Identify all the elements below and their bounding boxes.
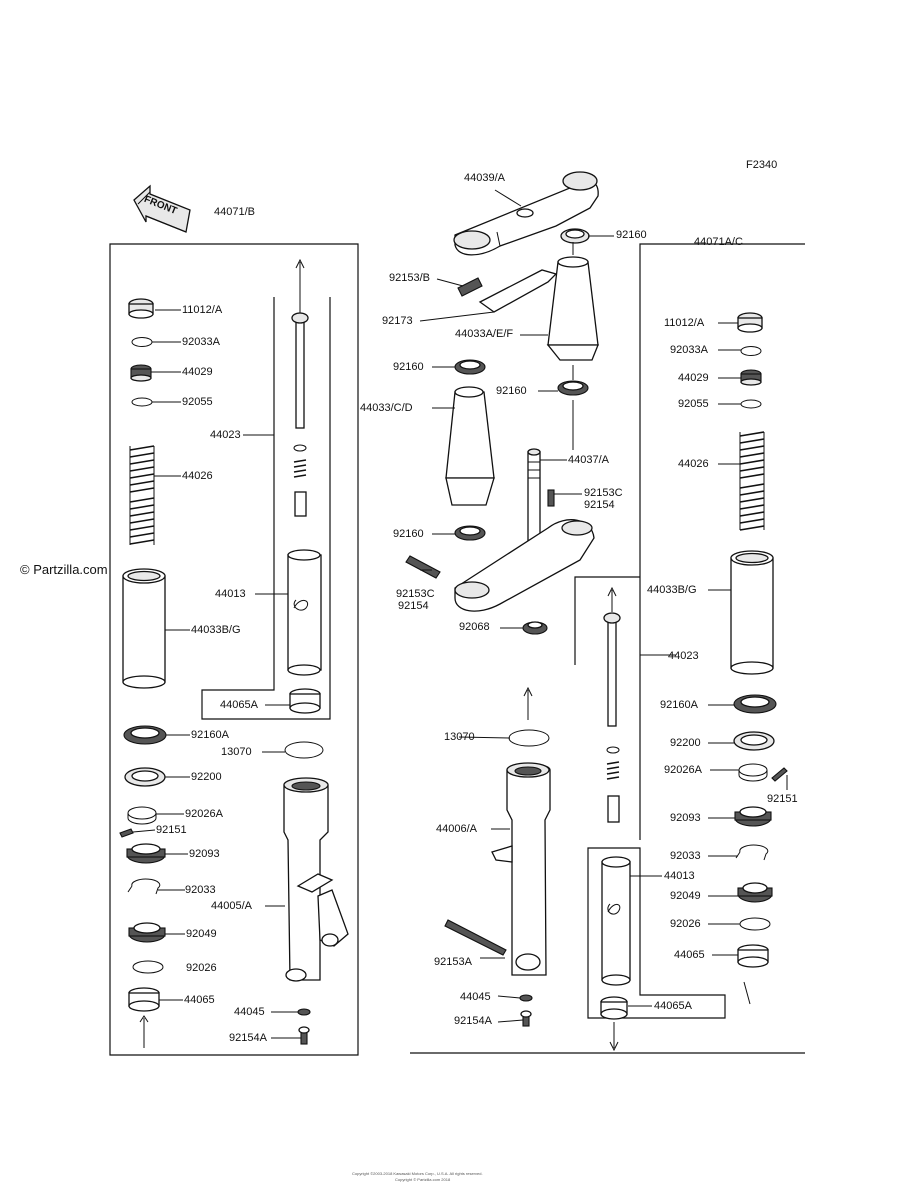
part-label: 11012/A (182, 304, 223, 316)
part-label: 92153C (584, 487, 623, 499)
right-fork-parts (600, 312, 788, 1052)
part-label: 44029 (678, 372, 709, 384)
part-label: 44037/A (568, 454, 609, 466)
part-label: 92026A (185, 808, 223, 820)
part-label: 44065 (674, 949, 705, 961)
center-parts (405, 171, 599, 1027)
part-label: 92068 (459, 621, 490, 633)
part-label: 92055 (678, 398, 709, 410)
part-label: 92153C (396, 588, 435, 600)
watermark-text: © Partzilla.com (20, 562, 108, 577)
part-label: 44006/A (436, 823, 477, 835)
part-label: 44039/A (464, 172, 505, 184)
part-label: 92200 (191, 771, 222, 783)
part-label: 13070 (221, 746, 252, 758)
left-fork-frame (109, 243, 359, 1056)
part-label: 44005/A (211, 900, 252, 912)
part-label: 44033A/E/F (455, 328, 514, 340)
part-label: 44033B/G (647, 584, 697, 596)
footer-copyright-2: Copyright © Partzilla.com 2018 (395, 1177, 451, 1182)
part-label: 92154 (398, 600, 429, 612)
part-label: 92154A (454, 1015, 492, 1027)
inner-tube-box-left (201, 297, 331, 720)
part-label: 44045 (234, 1006, 265, 1018)
part-label: 92033 (670, 850, 701, 862)
part-label: 44013 (664, 870, 695, 882)
part-label: 92160A (191, 729, 229, 741)
footer-copyright: Copyright ©2003-2018 Kawasaki Motors Cor… (352, 1171, 483, 1176)
part-label: 44065A (654, 1000, 692, 1012)
part-label: 44065A (220, 699, 258, 711)
part-label: 44033B/G (191, 624, 241, 636)
part-label: 92026 (670, 918, 701, 930)
part-label: 44033/C/D (360, 402, 413, 414)
part-label: 44013 (215, 588, 246, 600)
part-label: 44045 (460, 991, 491, 1003)
right-fork-frame (410, 243, 805, 1054)
part-label: 92154A (229, 1032, 267, 1044)
part-label: 44026 (182, 470, 213, 482)
part-label: 44023 (210, 429, 241, 441)
part-label: 92160 (616, 229, 647, 241)
part-label: 44065 (184, 994, 215, 1006)
inner-tube-box-right (574, 576, 726, 1019)
left-fork-parts (119, 258, 349, 1048)
part-label: 92151 (156, 824, 187, 836)
part-label: 92033A (670, 344, 708, 356)
diagram-id: F2340 (746, 159, 778, 171)
part-label: 92173 (382, 315, 413, 327)
part-label: 92160A (660, 699, 698, 711)
part-label: 92200 (670, 737, 701, 749)
part-label: 92026A (664, 764, 702, 776)
assembly-label-right: 44071A/C (694, 236, 743, 248)
part-label: 92055 (182, 396, 213, 408)
part-label: 92160 (393, 528, 424, 540)
part-label: 92153A (434, 956, 472, 968)
part-label: 92026 (186, 962, 217, 974)
part-label: 44023 (668, 650, 699, 662)
part-label: 92160 (496, 385, 527, 397)
assembly-label-left: 44071/B (214, 206, 255, 218)
part-label: 11012/A (664, 317, 705, 329)
part-label: 92049 (186, 928, 217, 940)
part-label: 44029 (182, 366, 213, 378)
front-arrow-badge (133, 184, 191, 233)
part-label: 92153/B (389, 272, 430, 284)
part-label: 92049 (670, 890, 701, 902)
part-label: 44026 (678, 458, 709, 470)
part-label: 92151 (767, 793, 798, 805)
leader-lines (132, 189, 788, 1039)
part-label: 92093 (189, 848, 220, 860)
part-label: 92154 (584, 499, 615, 511)
part-label: 92160 (393, 361, 424, 373)
part-label: 92093 (670, 812, 701, 824)
part-label: 92033A (182, 336, 220, 348)
part-label: 13070 (444, 731, 475, 743)
part-label: 92033 (185, 884, 216, 896)
